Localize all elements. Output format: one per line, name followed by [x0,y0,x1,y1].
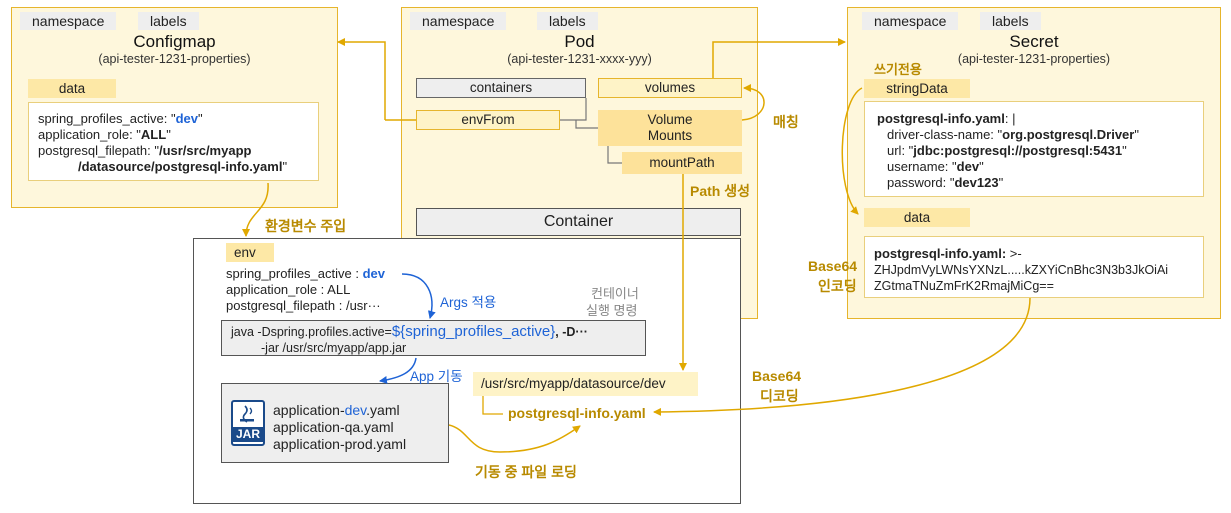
secret-title: Secret [1009,32,1059,51]
jar-file-item: application-dev.yaml [273,402,400,418]
secret-data-box: postgresql-info.yaml: >- ZHJpdmVyLWNsYXN… [864,236,1204,298]
base64-decode-label-1: Base64 [752,368,802,384]
pod-volumes-box: volumes [598,78,742,98]
containers-tree-line [560,98,598,129]
secret-data-line1: ZHJpdmVyLWNsYXNzL.....kZXYiCnBhc3N3b3JkO… [874,263,1169,277]
pod-mountpath-box: mountPath [622,152,742,174]
secret-data-line2: ZGtmaTNuZmFrK2RmajMiCg== [874,279,1054,293]
configmap-to-env-arrow [242,182,269,237]
path-create-label: Path 생성 [690,183,750,199]
secret-stringdata-line: driver-class-name: "org.postgresql.Drive… [887,127,1139,142]
jar-file-item: application-qa.yaml [273,419,394,435]
app-start-arrow [379,357,417,384]
app-start-label: App 기동 [410,369,463,384]
env-label: env [226,243,274,262]
mounts-tree-line [607,146,622,164]
configmap-title: Configmap [133,32,216,51]
configmap-data-label: data [28,79,116,98]
secret-stringdata-line: url: "jdbc:postgresql://postgresql:5431" [887,143,1127,158]
pod-labels-tag: labels [537,12,598,30]
datasource-to-file-line [482,396,503,415]
pod-title: Pod [564,32,595,51]
container-exec-label-1: 컨테이너 [591,286,639,301]
base64-encode-label-2: 인코딩 [818,278,857,294]
pod-volume-mounts-box: Volume Mounts [598,110,742,146]
file-loading-label: 기동 중 파일 로딩 [475,464,577,480]
args-apply-arrow [401,273,436,319]
match-label: 매칭 [773,114,799,130]
configmap-line: application_role: "ALL" [38,127,171,142]
configmap-line: spring_profiles_active: "dev" [38,111,203,126]
postgres-file-label: postgresql-info.yaml [508,405,646,421]
configmap-line: postgresql_filepath: "/usr/src/myapp [38,143,252,158]
env-lines: spring_profiles_active : dev application… [226,266,385,314]
env-line: application_role : ALL [226,282,351,297]
pod-to-configmap-arrow [337,38,386,120]
volume-mounts-line2: Mounts [647,128,693,143]
secret-namespace-tag: namespace [862,12,959,30]
secret-data-label: data [864,208,970,227]
jar-to-file-arrow [448,424,581,453]
jar-file-item: application-prod.yaml [273,436,407,452]
datasource-path-box: /usr/src/myapp/datasource/dev [473,372,698,396]
secret-stringdata-file-line: postgresql-info.yaml: | [877,111,1016,126]
configmap-data-box: spring_profiles_active: "dev" applicatio… [28,102,319,181]
configmap-namespace-tag: namespace [20,12,117,30]
env-inject-label: 환경변수 주입 [265,218,347,234]
secret-write-only-label: 쓰기전용 [874,62,922,77]
configmap-line: /datasource/postgresql-info.yaml" [78,159,288,174]
jar-file-list: application-dev.yaml application-qa.yaml… [273,402,406,453]
pod-containers-box: containers [416,78,586,98]
secret-data-file-line: postgresql-info.yaml: >- [874,246,1022,261]
env-line: spring_profiles_active : dev [226,266,385,281]
configmap-subtitle: (api-tester-1231-properties) [98,52,251,66]
stringdata-to-data-arrow [841,87,863,215]
container-exec-label-2: 실행 명령 [586,303,638,318]
secret-labels-tag: labels [980,12,1041,30]
pod-namespace-tag: namespace [410,12,507,30]
jar-file-icon: JAR [231,400,265,451]
volumes-to-secret-arrow [712,38,846,78]
configmap-labels-tag: labels [138,12,199,30]
base64-decode-label-2: 디코딩 [760,388,799,404]
match-curve [741,84,765,121]
secret-stringdata-box: postgresql-info.yaml: | driver-class-nam… [864,101,1204,197]
command-line-2: -jar /usr/src/myapp/app.jar [261,341,407,355]
pod-container-header: Container [416,208,741,236]
secret-stringdata-line: password: "dev123" [887,175,1004,190]
secret-to-file-arrow [653,297,1031,416]
args-apply-label: Args 적용 [440,295,497,310]
volume-mounts-line1: Volume [647,112,693,127]
secret-subtitle: (api-tester-1231-properties) [957,52,1111,66]
pod-envfrom-box: envFrom [416,110,560,130]
secret-stringdata-label: stringData [864,79,970,98]
pod-subtitle: (api-tester-1231-xxxx-yyy) [507,52,652,66]
jar-icon-text: JAR [235,427,260,441]
command-line-1: java -Dspring.profiles.active=${spring_p… [231,323,588,340]
env-line: postgresql_filepath : /usr··· [226,298,381,313]
container-command-box: java -Dspring.profiles.active=${spring_p… [221,320,646,356]
secret-stringdata-line: username: "dev" [887,159,984,174]
base64-encode-label-1: Base64 [808,258,858,274]
jar-icon [231,400,265,446]
